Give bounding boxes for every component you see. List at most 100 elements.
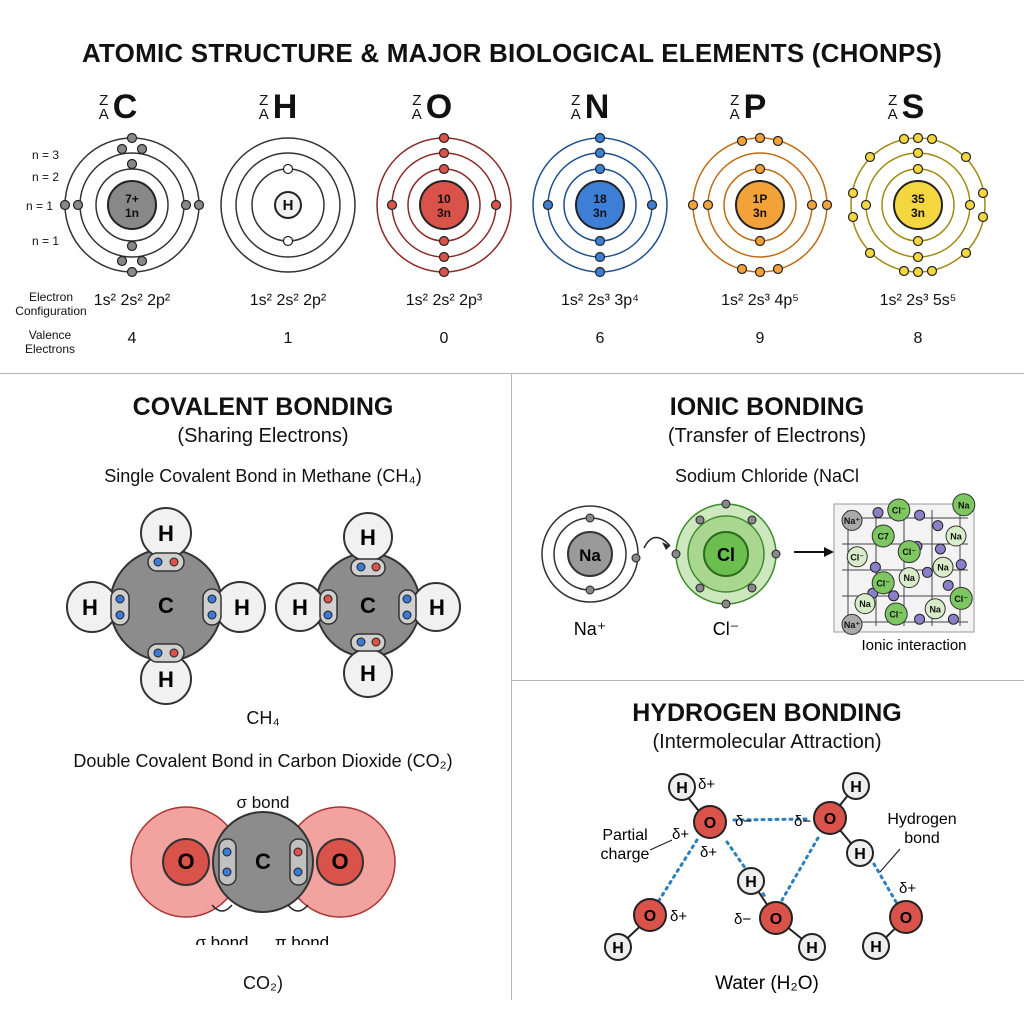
lattice-ion bbox=[955, 559, 967, 571]
electron bbox=[594, 251, 606, 263]
nucleus bbox=[107, 180, 157, 230]
bond-bracket bbox=[211, 904, 233, 912]
atom-label: H bbox=[158, 521, 174, 546]
electron bbox=[438, 235, 450, 247]
co2-caption: Double Covalent Bond in Carbon Dioxide (… bbox=[73, 751, 453, 771]
shared-electron-pair bbox=[218, 838, 237, 886]
electron bbox=[116, 143, 128, 155]
electron bbox=[293, 867, 303, 877]
shell-label: n = 1 bbox=[26, 199, 54, 213]
electron bbox=[977, 211, 989, 223]
config-n: 1s² 2s³ 3p⁴ bbox=[560, 292, 640, 309]
symbol-letter: C bbox=[112, 88, 138, 126]
oxygen-atom bbox=[693, 805, 727, 839]
oxygen-atom bbox=[633, 898, 667, 932]
lattice-ion-label: Cl⁻ bbox=[902, 547, 916, 557]
mass-number-a: A bbox=[98, 105, 109, 123]
covalent-subtitle: (Sharing Electrons) bbox=[177, 425, 349, 447]
electron bbox=[438, 163, 450, 175]
chloride-ion bbox=[871, 524, 895, 548]
shared-electron-pair bbox=[147, 552, 185, 572]
symbol-letter: P bbox=[743, 88, 767, 126]
atom-label: H bbox=[854, 846, 866, 863]
lattice-ion bbox=[888, 590, 900, 602]
electron bbox=[293, 847, 303, 857]
electron bbox=[438, 266, 450, 278]
oxygen-atom bbox=[889, 900, 923, 934]
symbol-letter: S bbox=[901, 88, 925, 126]
electron bbox=[646, 199, 658, 211]
shared-electron-pair bbox=[289, 838, 308, 886]
mass-number-a: A bbox=[570, 105, 581, 123]
delta-plus-label: δ+ bbox=[700, 844, 717, 861]
lattice-ion bbox=[869, 561, 881, 573]
valence-s: 8 bbox=[913, 330, 923, 347]
atom-label: O bbox=[824, 811, 836, 828]
symbol-letter: O bbox=[425, 88, 453, 126]
hydrogen-atom bbox=[737, 867, 765, 895]
config-s: 1s² 2s³ 5s⁵ bbox=[879, 292, 957, 309]
atom-label: H bbox=[82, 595, 98, 620]
atom-label: O bbox=[704, 815, 716, 832]
atom-label: H bbox=[870, 939, 882, 956]
electron-shell bbox=[220, 137, 356, 273]
electron bbox=[821, 199, 833, 211]
electron bbox=[126, 132, 138, 144]
hydrogen-bond-pointer bbox=[879, 848, 901, 873]
electron bbox=[594, 132, 606, 144]
electron bbox=[747, 515, 757, 525]
hydrogen-bond-line bbox=[780, 836, 820, 902]
shared-electron-pair bbox=[110, 588, 130, 626]
sodium-ion bbox=[898, 567, 920, 589]
delta-minus-label: δ− bbox=[734, 911, 751, 928]
vertical-divider bbox=[511, 374, 512, 1000]
hydrogen-bond-label: Hydrogen bbox=[887, 811, 956, 828]
hydrogen-bond-label: bond bbox=[904, 830, 940, 847]
electron bbox=[282, 235, 294, 247]
electron bbox=[864, 151, 876, 163]
electron bbox=[594, 235, 606, 247]
nucleus-label: 3n bbox=[753, 206, 767, 220]
electron bbox=[59, 199, 71, 211]
atom-label: H bbox=[429, 595, 445, 620]
electron bbox=[116, 255, 128, 267]
lattice-ion bbox=[921, 566, 933, 578]
ionic-subtitle: (Transfer of Electrons) bbox=[667, 425, 867, 447]
carbon-atom bbox=[212, 811, 314, 913]
electron bbox=[671, 549, 681, 559]
electron bbox=[438, 132, 450, 144]
atomic-number-z: Z bbox=[571, 91, 581, 109]
main-title: ATOMIC STRUCTURE & MAJOR BIOLOGICAL ELEM… bbox=[82, 38, 942, 68]
electron bbox=[136, 255, 148, 267]
config-c: 1s² 2s² 2p² bbox=[93, 292, 171, 309]
electron bbox=[169, 557, 179, 567]
lattice-ion-label: Cl⁻ bbox=[876, 578, 890, 588]
electron bbox=[721, 599, 731, 609]
lattice-ion-label: Cl⁻ bbox=[889, 610, 903, 620]
methane-molecule-1: C H H H H bbox=[66, 507, 266, 705]
valence-c: 4 bbox=[127, 330, 137, 347]
lattice-ion bbox=[947, 613, 959, 625]
hydrogen-bond-line bbox=[656, 838, 699, 904]
oxygen-atom bbox=[316, 838, 364, 886]
electron bbox=[153, 648, 163, 658]
electron bbox=[860, 199, 872, 211]
lattice-ion bbox=[942, 579, 954, 591]
atomic-number-z: Z bbox=[888, 91, 898, 109]
transfer-arrow bbox=[643, 536, 671, 549]
atom-label: Cl bbox=[717, 545, 735, 565]
valence-p: 9 bbox=[755, 330, 765, 347]
sodium-ion bbox=[841, 509, 863, 531]
nucleus-label: 1P bbox=[753, 192, 768, 206]
symbol-letter: H bbox=[272, 88, 298, 126]
electron bbox=[898, 265, 910, 277]
atomic-number-z: Z bbox=[259, 91, 269, 109]
nucleus-label: H bbox=[283, 197, 294, 214]
delta-plus-label: δ+ bbox=[899, 880, 916, 897]
